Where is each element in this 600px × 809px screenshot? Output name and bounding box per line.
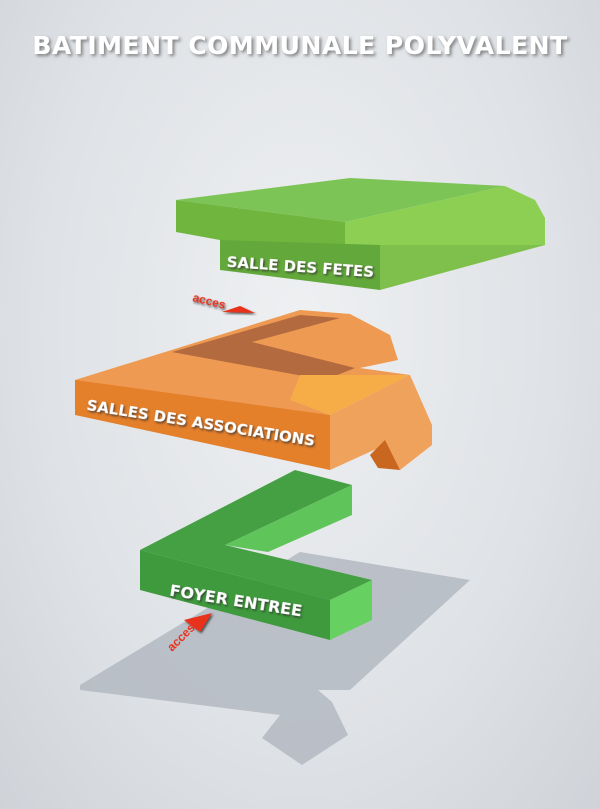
arrow-icon xyxy=(222,306,255,313)
floor-salle-des-fetes: SALLE DES FETES xyxy=(176,178,545,290)
access-label: acces xyxy=(191,290,227,312)
access-arrow-upper: acces xyxy=(191,290,255,313)
floor-salles-des-associations: SALLES DES ASSOCIATIONS xyxy=(75,310,432,470)
arrow-icon xyxy=(184,613,212,632)
ground-shadow xyxy=(80,552,470,765)
floor-foyer-entree: FOYER ENTREE xyxy=(140,470,372,640)
page-title: BATIMENT COMMUNALE POLYVALENT xyxy=(32,31,567,60)
